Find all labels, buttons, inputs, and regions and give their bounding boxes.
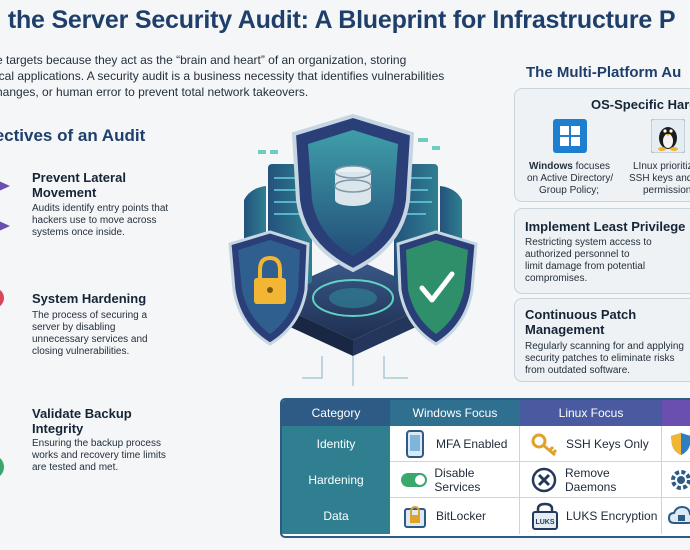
objective-2-text-4: closing vulnerabilities. [32, 346, 130, 357]
windows-icon [553, 119, 587, 153]
luks-badge-text: LUKS [535, 519, 554, 526]
cloud-lock-icon [666, 501, 690, 531]
luks-icon: LUKS [530, 501, 560, 531]
row-data-category: Data [282, 498, 390, 534]
objectives-heading: jectives of an Audit [0, 126, 146, 145]
objective-3-title-line-1: Validate Backup [32, 406, 132, 421]
patch-text-3: from outdated software. [525, 365, 631, 376]
table-row [662, 426, 690, 462]
objective-3-text-1: Ensuring the backup process [32, 438, 161, 449]
patch-text-2: security patches to eliminate risks [525, 353, 675, 364]
least-privilege-title: Implement Least Privilege [525, 219, 686, 234]
row-identity-category: Identity [282, 426, 390, 462]
table-row: BitLocker [390, 498, 520, 534]
least-privilege-text-2: authorized personnel to [525, 249, 630, 260]
intro-line-1: e targets because they act as the “brain… [0, 53, 407, 67]
patch-text-1: Regularly scanning for and applying [525, 341, 684, 352]
objective-2-text-1: The process of securing a [32, 310, 148, 321]
objective-2-title: System Hardening [32, 291, 147, 306]
key-icon [530, 429, 560, 459]
linux-identity-value: SSH Keys Only [566, 436, 649, 451]
gear-icon [666, 465, 690, 495]
phone-icon [400, 429, 430, 459]
linux-data-value: LUKS Encryption [566, 509, 658, 523]
checkmark-icon [419, 271, 455, 303]
patch-title-line-2: Management [525, 322, 605, 337]
objective-1-text-3: systems once inside. [32, 227, 125, 238]
linux-text-2: SSH keys and [629, 173, 690, 184]
patch-title-line-1: Continuous Patch [525, 307, 637, 322]
table-row [662, 462, 690, 498]
windows-text-1: focuses [572, 161, 611, 172]
table-row: SSH Keys Only [520, 426, 662, 462]
objective-3-title-line-2: Integrity [32, 421, 84, 436]
patch-management-card: Continuous Patch Management Regularly sc… [514, 298, 690, 382]
drive-lock-icon [400, 501, 430, 531]
table-row: LUKS LUKS Encryption [520, 498, 662, 534]
objective-3-text-3: are tested and met. [32, 462, 119, 473]
linux-hardening-value: Remove Daemons [564, 465, 617, 494]
objective-3-text-2: works and recovery time limits [32, 450, 166, 461]
windows-label: Windows [529, 161, 573, 172]
hardening-marker-icon [0, 290, 4, 306]
header-extra [662, 400, 690, 426]
objective-1-title-line-2: Movement [32, 185, 97, 200]
least-privilege-text-3: limit damage from potential [525, 261, 646, 272]
linux-text-1: LInux prioritiz [633, 161, 690, 172]
least-privilege-text-4: compromises. [525, 273, 588, 284]
row-hardening-category: Hardening [282, 462, 390, 498]
multi-platform-heading: The Multi-Platform Au [526, 64, 682, 81]
backup-marker-icon [0, 458, 4, 476]
shield-icon [666, 429, 690, 459]
objective-2-text-3: unnecessary services and [32, 334, 148, 345]
least-privilege-text-1: Restricting system access to [525, 237, 652, 248]
linux-text-3: permission [643, 185, 690, 196]
least-privilege-card: Implement Least Privilege Restricting sy… [514, 208, 690, 294]
database-icon [334, 165, 372, 206]
toggle-switch-icon [400, 465, 428, 495]
comparison-table: Category Windows Focus Linux Focus Ident… [280, 398, 690, 538]
arrow-marker-icon [0, 181, 10, 231]
remove-x-icon [530, 465, 559, 495]
os-specific-card: OS-Specific Hard Windows focuses on Acti… [514, 88, 690, 202]
header-category: Category [282, 400, 390, 426]
header-linux-focus: Linux Focus [520, 400, 662, 426]
table-row: Remove Daemons [520, 462, 662, 498]
intro-line-2: ical applications. A security audit is a… [0, 69, 445, 83]
page-title: g the Server Security Audit: A Blueprint… [0, 6, 676, 34]
table-row: MFA Enabled [390, 426, 520, 462]
linux-tux-icon [651, 119, 685, 153]
table-row: Disable Services [390, 462, 520, 498]
server-security-illustration [228, 113, 478, 386]
os-specific-title: OS-Specific Hard [591, 97, 690, 112]
header-windows-focus: Windows Focus [390, 400, 520, 426]
objective-1-text-2: hackers use to move across [32, 215, 157, 226]
windows-identity-value: MFA Enabled [436, 436, 508, 451]
objective-1-text-1: Audits identify entry points that [32, 203, 169, 214]
windows-hardening-value: Disable Services [434, 465, 481, 494]
table-row [662, 498, 690, 534]
windows-data-value: BitLocker [436, 509, 487, 523]
objective-1-title-line-1: Prevent Lateral [32, 170, 126, 185]
windows-text-3: Group Policy; [539, 185, 600, 196]
windows-text-2: on Active Directory/ [527, 173, 614, 184]
objective-2-text-2: server by disabling [32, 322, 116, 333]
padlock-icon [254, 255, 286, 304]
intro-line-3: hanges, or human error to prevent total … [0, 85, 309, 99]
